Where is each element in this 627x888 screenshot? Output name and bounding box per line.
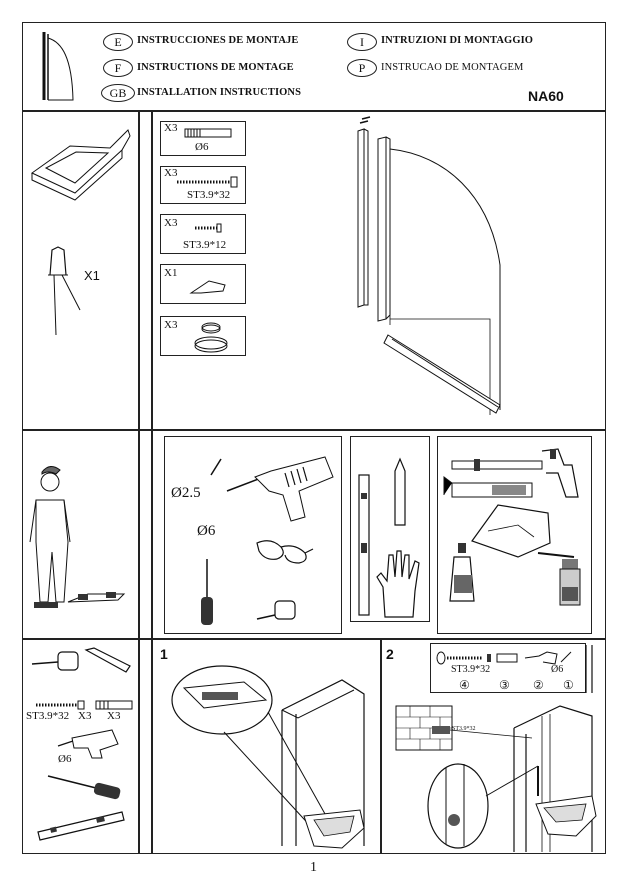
lang-code-f: F (103, 59, 133, 77)
long-screw-icon (177, 176, 238, 188)
installer-figure-icon (29, 466, 126, 608)
part-box-screw-32: X3 ST3.9*32 (160, 166, 246, 204)
part-qty: X1 (164, 267, 178, 279)
shower-screen-drawing (357, 116, 501, 415)
cleaning-cloth-icon (471, 504, 551, 558)
divider-left-column-inner (151, 110, 153, 854)
page-number: 1 (310, 860, 317, 875)
caulking-gun-icon (443, 448, 579, 498)
divider-parts (22, 429, 606, 431)
lang-code-gb: GB (101, 84, 135, 102)
model-number: NA60 (528, 88, 564, 104)
wall-plug-icon-small (95, 700, 133, 710)
part-label: ST3.9*32 (187, 189, 231, 201)
screw-icon-small (36, 700, 85, 710)
pencil-icon (394, 457, 406, 526)
lang-text-gb: INSTALLATION INSTRUCTIONS (137, 87, 302, 98)
gloves-icon (376, 550, 420, 618)
tools-box-sealant (437, 436, 592, 634)
part-label: ST3.9*12 (183, 239, 227, 251)
drill-icon (226, 456, 334, 522)
wall-profile-icon (48, 246, 81, 336)
part-qty: X3 (164, 217, 178, 229)
step-2-order-2: ② (533, 678, 544, 692)
step-2-wall-profile (585, 645, 593, 693)
spirit-level-icon-small (37, 811, 125, 841)
step-2-parts-row (436, 651, 572, 665)
wall-plug-icon (184, 128, 232, 138)
safety-glasses-icon (256, 540, 314, 564)
divider-steps (380, 638, 382, 854)
lang-code-i: I (347, 33, 377, 51)
tray-icon (31, 129, 131, 201)
step-2-number: 2 (386, 646, 394, 662)
part-qty: X3 (164, 319, 178, 331)
step-2-order-3: ③ (499, 678, 510, 692)
lang-code-p: P (347, 59, 377, 77)
step-2-callout-label: ST3.9*32 (452, 726, 476, 732)
step-2-order-4: ④ (459, 678, 470, 692)
screw-size-label: ST3.9*32 (26, 710, 70, 722)
step-1-illustration (171, 665, 365, 849)
step-2-order-box: ST3.9*32 Ø6 ④ ③ ② ① (430, 643, 586, 693)
divider-left-column (138, 110, 140, 854)
pencil-icon-small (84, 647, 131, 673)
lang-text-p: INSTRUCAO DE MONTAGEM (381, 62, 524, 73)
part-box-clip: X1 (160, 264, 246, 304)
profile-qty: X1 (84, 268, 100, 283)
lang-text-f: INSTRUCTIONS DE MONTAGE (137, 62, 294, 73)
tools-box-drill: Ø2.5 Ø6 (164, 436, 342, 634)
screw-qty-label: X3 (78, 710, 92, 722)
screwdriver-icon (201, 559, 213, 625)
part-box-rings: X3 (160, 316, 246, 356)
drill-icon-small (57, 729, 119, 759)
spirit-level-icon (358, 474, 370, 616)
step-2-bit-label: Ø6 (551, 664, 564, 675)
step-2-order-1: ① (563, 678, 574, 692)
drill-bit-large-label: Ø6 (197, 523, 216, 539)
lang-text-i: INTRUZIONI DI MONTAGGIO (381, 35, 534, 46)
part-box-wall-plug: X3 Ø6 (160, 121, 246, 156)
step-2-illustration (395, 705, 597, 852)
drill-size-label: Ø6 (58, 753, 72, 765)
part-qty: X3 (164, 122, 178, 134)
divider-tools (22, 638, 606, 640)
part-label: Ø6 (195, 141, 209, 153)
tape-measure-icon (256, 600, 296, 620)
divider-header (22, 110, 606, 112)
drill-bit-icon (210, 458, 222, 476)
part-qty: X3 (164, 167, 178, 179)
plug-qty-label: X3 (107, 710, 121, 722)
part-box-screw-12: X3 ST3.9*12 (160, 214, 246, 254)
step-1-number: 1 (160, 646, 168, 662)
tools-box-level (350, 436, 430, 622)
step-2-screw-label: ST3.9*32 (451, 664, 491, 675)
ring-seals-icon (194, 322, 228, 353)
page-frame (22, 22, 606, 854)
silicone-tube-icon (537, 552, 581, 606)
drill-bit-small-label: Ø2.5 (171, 485, 201, 501)
clip-icon (189, 280, 226, 294)
lang-text-e: INSTRUCCIONES DE MONTAJE (137, 35, 299, 46)
tape-measure-icon-small (31, 651, 79, 671)
lang-code-e: E (103, 33, 133, 51)
cleaner-bottle-icon (449, 543, 475, 602)
shower-screen-logo-icon (42, 32, 74, 101)
screwdriver-icon-small (47, 775, 121, 800)
short-screw-icon (195, 223, 222, 233)
